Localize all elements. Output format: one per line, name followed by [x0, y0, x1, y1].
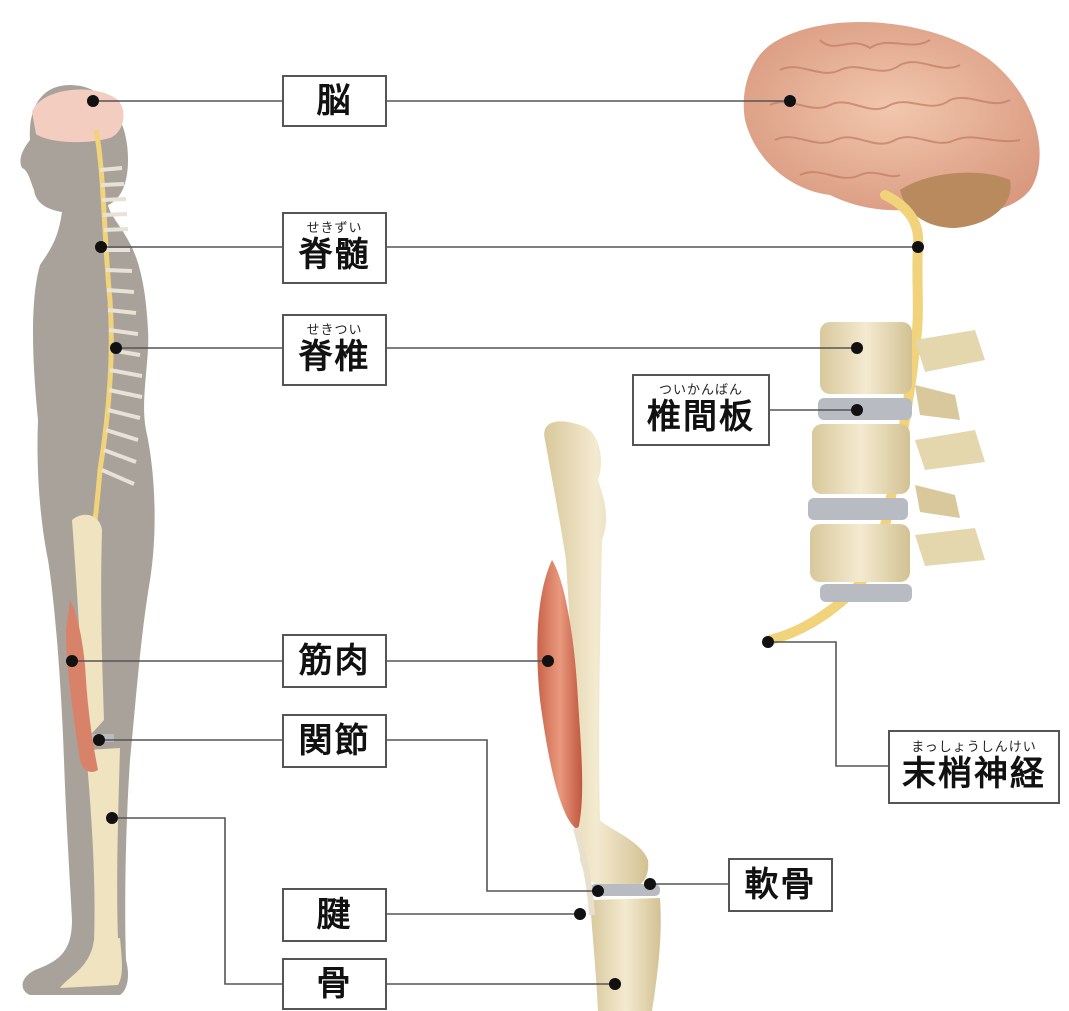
label-spine-text: 脊椎 [299, 338, 371, 376]
spine-illustration [808, 322, 985, 602]
dot-bone-body [106, 812, 118, 824]
label-bone: 骨 [282, 958, 387, 1010]
dot-spine-body [110, 342, 122, 354]
leg-illustration [537, 421, 660, 1011]
label-muscle: 筋肉 [282, 634, 387, 688]
label-spinal-cord-ruby: せきずい [306, 222, 362, 236]
label-spinal-cord: せきずい 脊髄 [282, 212, 387, 284]
label-peripheral-nerve: まっしょうしんけい 末梢神経 [888, 730, 1060, 804]
label-muscle-text: 筋肉 [299, 642, 371, 680]
dot-brain-body [87, 95, 99, 107]
label-spine: せきつい 脊椎 [282, 314, 387, 386]
body-brain-area [32, 90, 124, 143]
label-joint-text: 関節 [299, 722, 371, 760]
label-intervertebral-disc-ruby: ついかんばん [659, 384, 743, 398]
label-tendon-text: 腱 [317, 896, 353, 934]
dot-muscle [542, 655, 554, 667]
dot-joint-body [93, 734, 105, 746]
label-peripheral-nerve-text: 末梢神経 [902, 755, 1046, 793]
dot-brain [784, 95, 796, 107]
label-cartilage: 軟骨 [728, 858, 833, 912]
label-brain-text: 脳 [317, 82, 353, 120]
dot-spinal-cord-body [95, 241, 107, 253]
dot-joint [592, 885, 604, 897]
dot-peripheral-nerve [762, 636, 774, 648]
dot-bone [609, 978, 621, 990]
label-spine-ruby: せきつい [306, 324, 362, 338]
label-bone-text: 骨 [317, 965, 353, 1003]
label-spinal-cord-text: 脊髄 [299, 236, 371, 274]
dot-spine [851, 342, 863, 354]
label-intervertebral-disc: ついかんばん 椎間板 [632, 374, 770, 446]
pointer-dots [66, 95, 924, 990]
label-cartilage-text: 軟骨 [745, 866, 817, 904]
dot-disc [851, 404, 863, 416]
connector-lines [72, 101, 918, 984]
label-tendon: 腱 [282, 888, 387, 942]
dot-tendon [574, 908, 586, 920]
label-brain: 脳 [282, 75, 387, 127]
label-peripheral-nerve-ruby: まっしょうしんけい [911, 741, 1036, 755]
dot-cartilage [644, 878, 656, 890]
dot-muscle-body [66, 655, 78, 667]
dot-spinal-cord [912, 241, 924, 253]
label-intervertebral-disc-text: 椎間板 [647, 398, 755, 436]
label-joint: 関節 [282, 714, 387, 768]
